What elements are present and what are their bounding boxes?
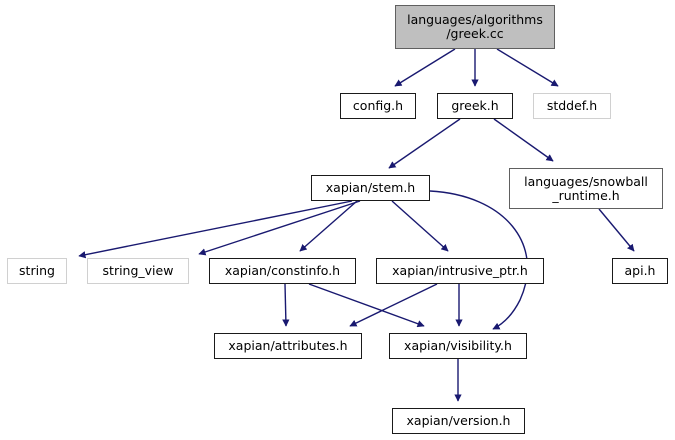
- graph-node-xapian-version-h[interactable]: xapian/version.h: [392, 408, 525, 434]
- graph-edge-xapian-stem-h-to-string: [78, 200, 353, 259]
- graph-node-string[interactable]: string: [7, 258, 67, 284]
- graph-edge-greek-cc-to-stddef-h: [496, 48, 559, 87]
- graph-node-stddef-h[interactable]: stddef.h: [533, 93, 611, 119]
- graph-edge-snowball-runtime-h-to-api-h: [598, 208, 635, 252]
- graph-node-label: xapian/version.h: [406, 413, 511, 428]
- graph-node-greek-cc[interactable]: languages/algorithms /greek.cc: [395, 5, 555, 49]
- graph-node-greek-h[interactable]: greek.h: [437, 93, 513, 119]
- graph-node-config-h[interactable]: config.h: [340, 93, 416, 119]
- graph-node-label: config.h: [352, 98, 404, 113]
- graph-node-xapian-stem-h[interactable]: xapian/stem.h: [311, 175, 430, 201]
- graph-node-xapian-intrusive-ptr-h[interactable]: xapian/intrusive_ptr.h: [376, 258, 544, 284]
- graph-node-label: xapian/intrusive_ptr.h: [392, 263, 528, 278]
- graph-edge-greek-h-to-xapian-stem-h: [388, 118, 461, 169]
- graph-node-label: xapian/attributes.h: [228, 338, 348, 353]
- graph-node-label: stddef.h: [546, 98, 598, 113]
- graph-edge-greek-cc-to-config-h: [394, 48, 456, 87]
- graph-edge-greek-h-to-snowball-runtime-h: [493, 118, 554, 162]
- graph-node-label: xapian/constinfo.h: [224, 263, 341, 278]
- graph-node-label: languages/algorithms /greek.cc: [407, 12, 543, 41]
- graph-node-label: greek.h: [451, 98, 499, 113]
- graph-node-string-view[interactable]: string_view: [87, 258, 189, 284]
- graph-node-label: xapian/stem.h: [325, 180, 416, 195]
- graph-edge-xapian-constinfo-h-to-xapian-attributes-h: [282, 283, 290, 327]
- graph-node-label: xapian/visibility.h: [404, 338, 512, 353]
- graph-node-xapian-visibility-h[interactable]: xapian/visibility.h: [389, 333, 527, 359]
- graph-edge-xapian-stem-h-to-string-view: [198, 200, 361, 256]
- graph-node-api-h[interactable]: api.h: [612, 258, 668, 284]
- graph-edge-xapian-stem-h-to-xapian-constinfo-h: [299, 200, 358, 252]
- graph-edge-xapian-intrusive-ptr-h-to-xapian-attributes-h: [349, 283, 438, 327]
- graph-node-label: string_view: [102, 263, 174, 278]
- graph-edge-xapian-constinfo-h-to-xapian-visibility-h: [308, 283, 425, 328]
- graph-node-label: string: [19, 263, 55, 278]
- graph-edge-xapian-stem-h-to-xapian-intrusive-ptr-h: [391, 200, 449, 252]
- graph-node-label: languages/snowball _runtime.h: [524, 173, 648, 203]
- graph-node-xapian-attributes-h[interactable]: xapian/attributes.h: [214, 333, 362, 359]
- graph-node-xapian-constinfo-h[interactable]: xapian/constinfo.h: [209, 258, 356, 284]
- edges-group: [78, 48, 635, 402]
- graph-node-label: api.h: [624, 263, 656, 278]
- graph-node-snowball-runtime-h[interactable]: languages/snowball _runtime.h: [509, 168, 663, 209]
